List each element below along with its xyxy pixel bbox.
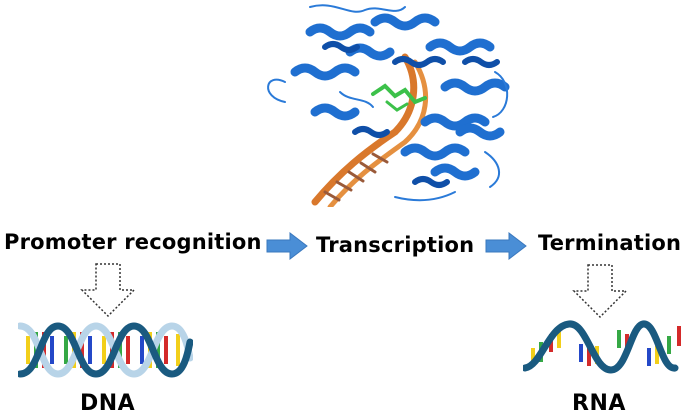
down-arrow-outline-icon <box>80 263 136 318</box>
dna-double-helix-icon <box>18 322 193 378</box>
termination-label: Termination <box>538 231 682 255</box>
transcription-label: Transcription <box>316 233 475 257</box>
right-arrow-icon <box>266 232 308 260</box>
promoter-recognition-label: Promoter recognition <box>4 230 262 254</box>
right-arrow-icon <box>485 232 527 260</box>
down-arrow-outline-icon <box>572 264 628 319</box>
rna-label: RNA <box>572 391 626 416</box>
rna-polymerase-structure-icon <box>267 4 510 207</box>
rna-single-strand-icon <box>523 320 681 374</box>
dna-label: DNA <box>80 391 136 416</box>
